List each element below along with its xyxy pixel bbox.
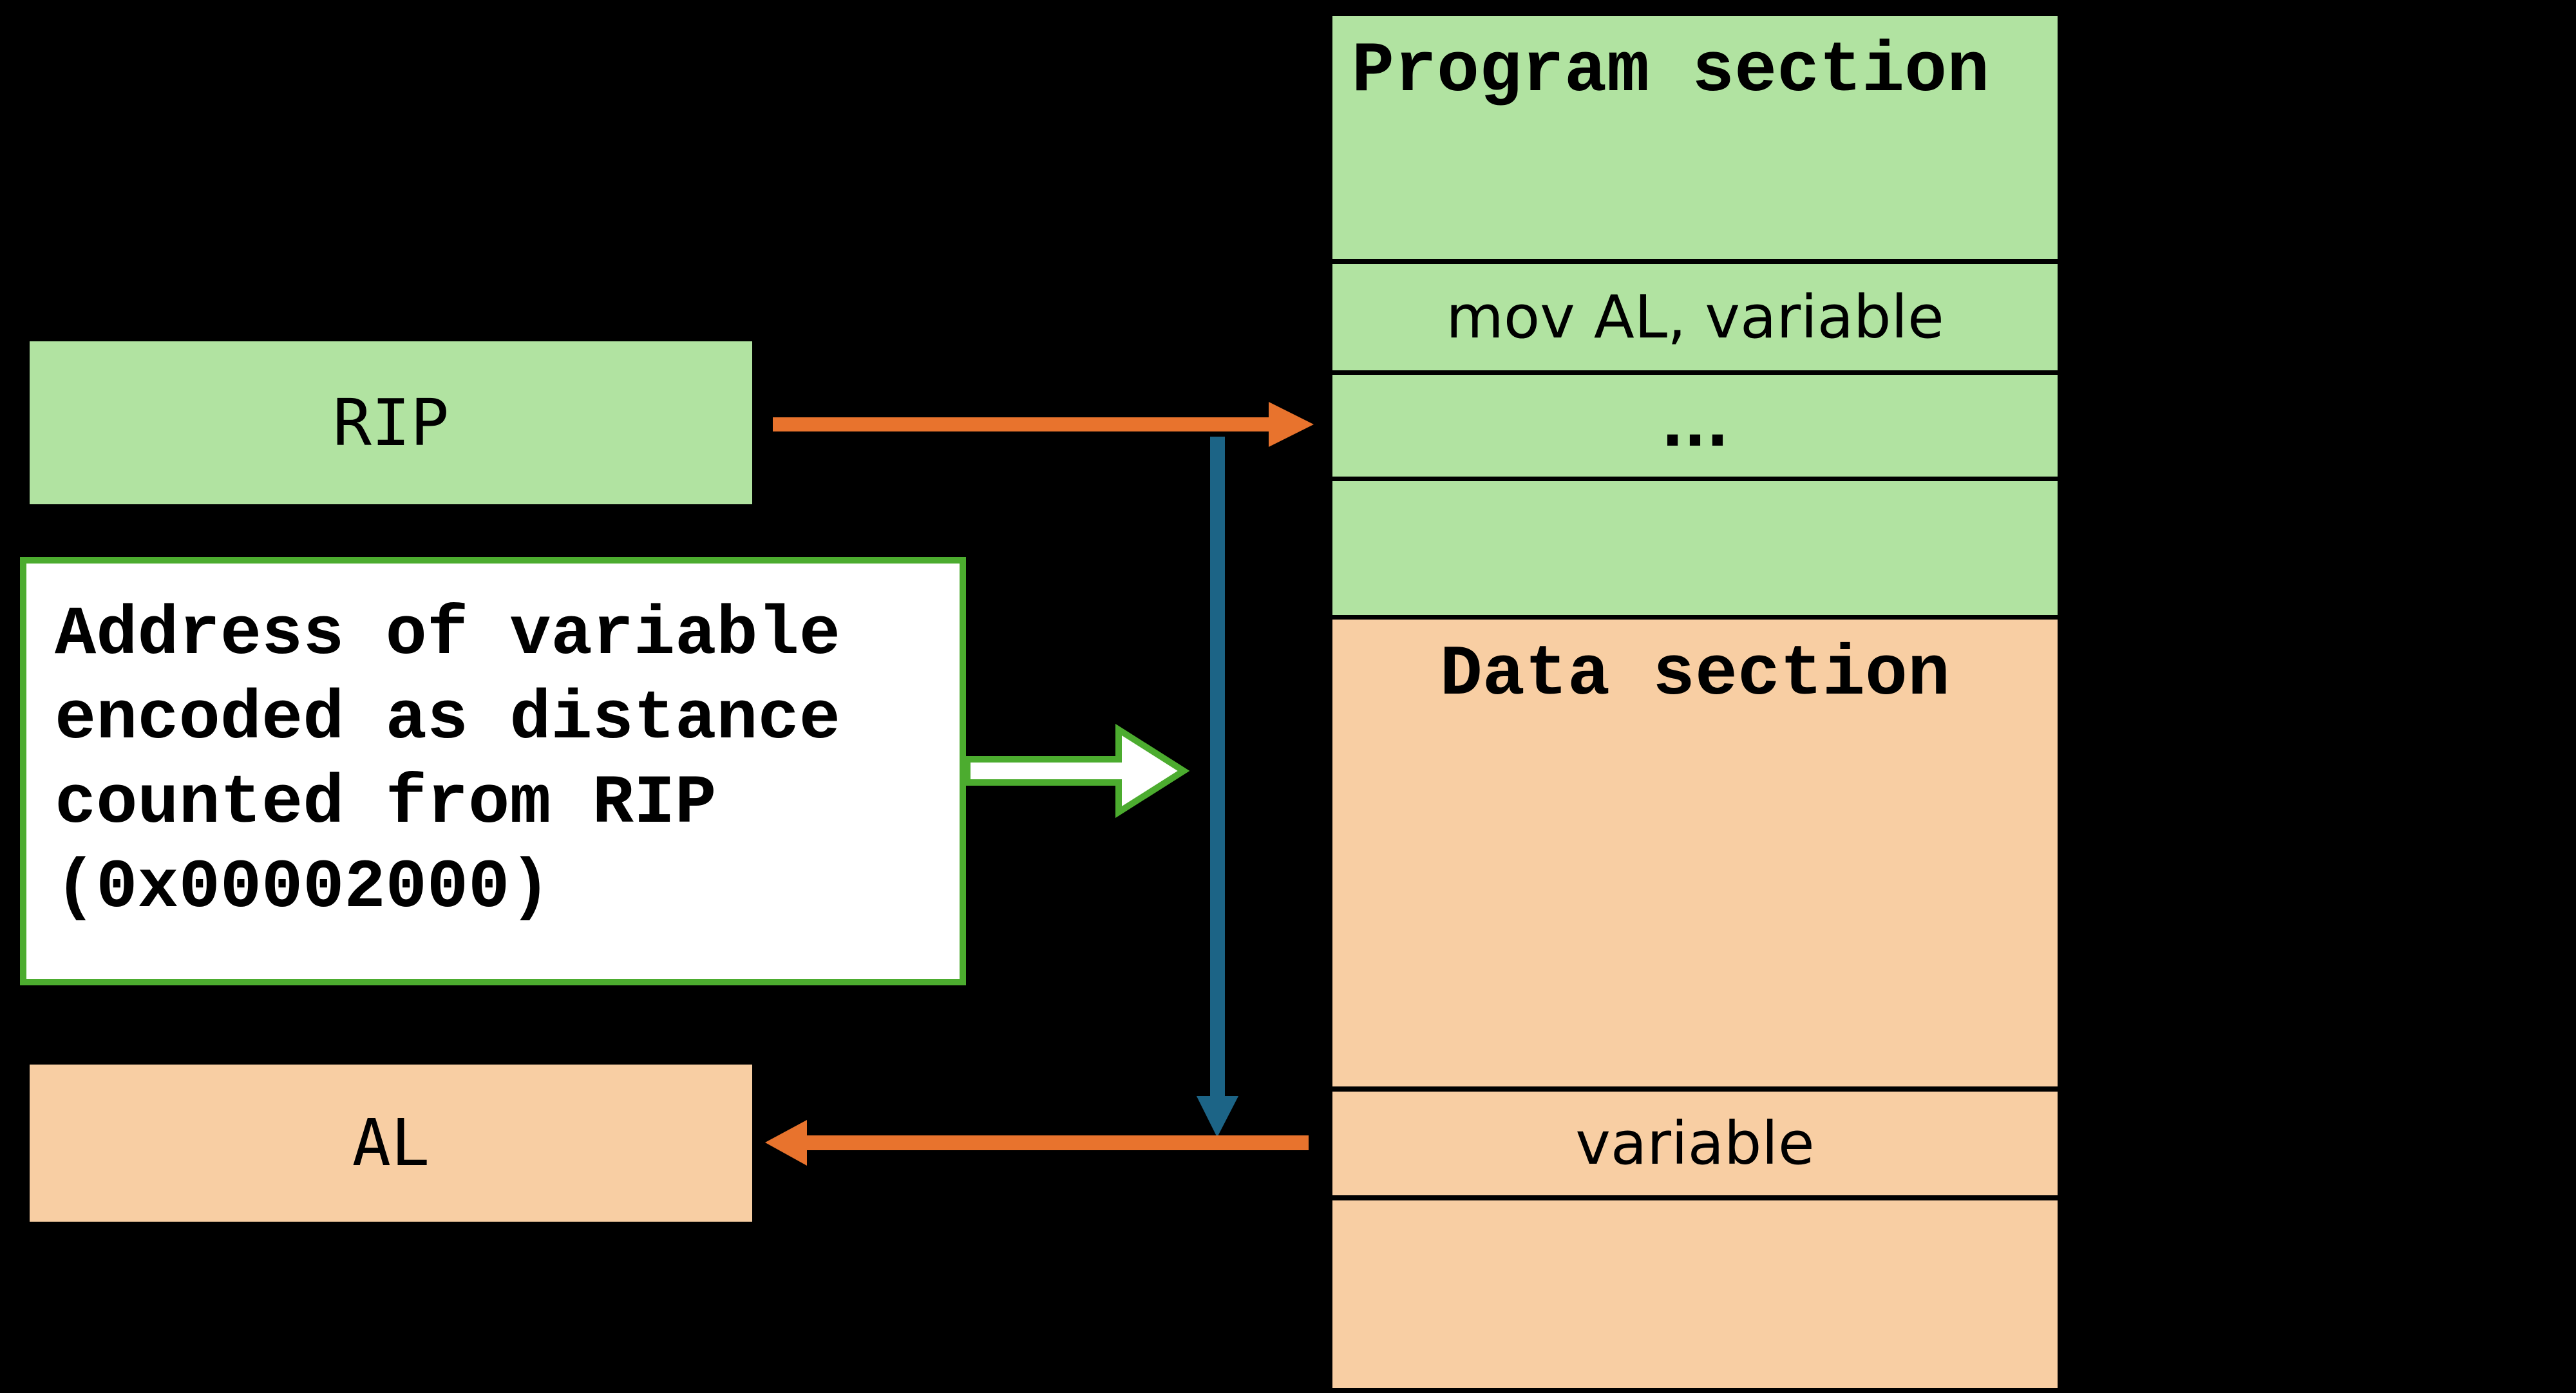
variable-label: variable: [1575, 1108, 1815, 1178]
rip-to-code-arrow-icon: [773, 402, 1314, 447]
note-line-1: Address of variable: [55, 596, 840, 674]
address-note-box: Address of variable encoded as distance …: [20, 557, 966, 985]
ellipsis-label: ...: [1661, 391, 1729, 460]
note-line-4: (0x00002000): [55, 849, 551, 927]
memory-row-empty-data: [1332, 1200, 2058, 1388]
note-line-3: counted from RIP: [55, 765, 717, 843]
memory-row-instruction: mov AL, variable: [1332, 264, 2058, 370]
memory-row-program-header: Program section: [1332, 16, 2058, 259]
al-register-label: AL: [352, 1105, 430, 1180]
rip-register-box: RIP: [30, 341, 752, 504]
note-pointer-arrow-icon: [964, 723, 1190, 819]
memory-row-data-header: Data section: [1332, 620, 2058, 1086]
rip-register-label: RIP: [332, 384, 450, 460]
al-register-box: AL: [30, 1065, 752, 1222]
instruction-label: mov AL, variable: [1446, 282, 1944, 352]
memory-row-variable: variable: [1332, 1092, 2058, 1195]
variable-to-al-arrow-icon: [765, 1120, 1309, 1166]
data-section-title: Data section: [1439, 635, 1951, 715]
memory-row-ellipsis: ...: [1332, 375, 2058, 477]
memory-row-empty-program: [1332, 481, 2058, 615]
note-line-2: encoded as distance: [55, 681, 840, 759]
offset-down-arrow-icon: [1197, 437, 1238, 1137]
program-section-title: Program section: [1352, 32, 1990, 112]
